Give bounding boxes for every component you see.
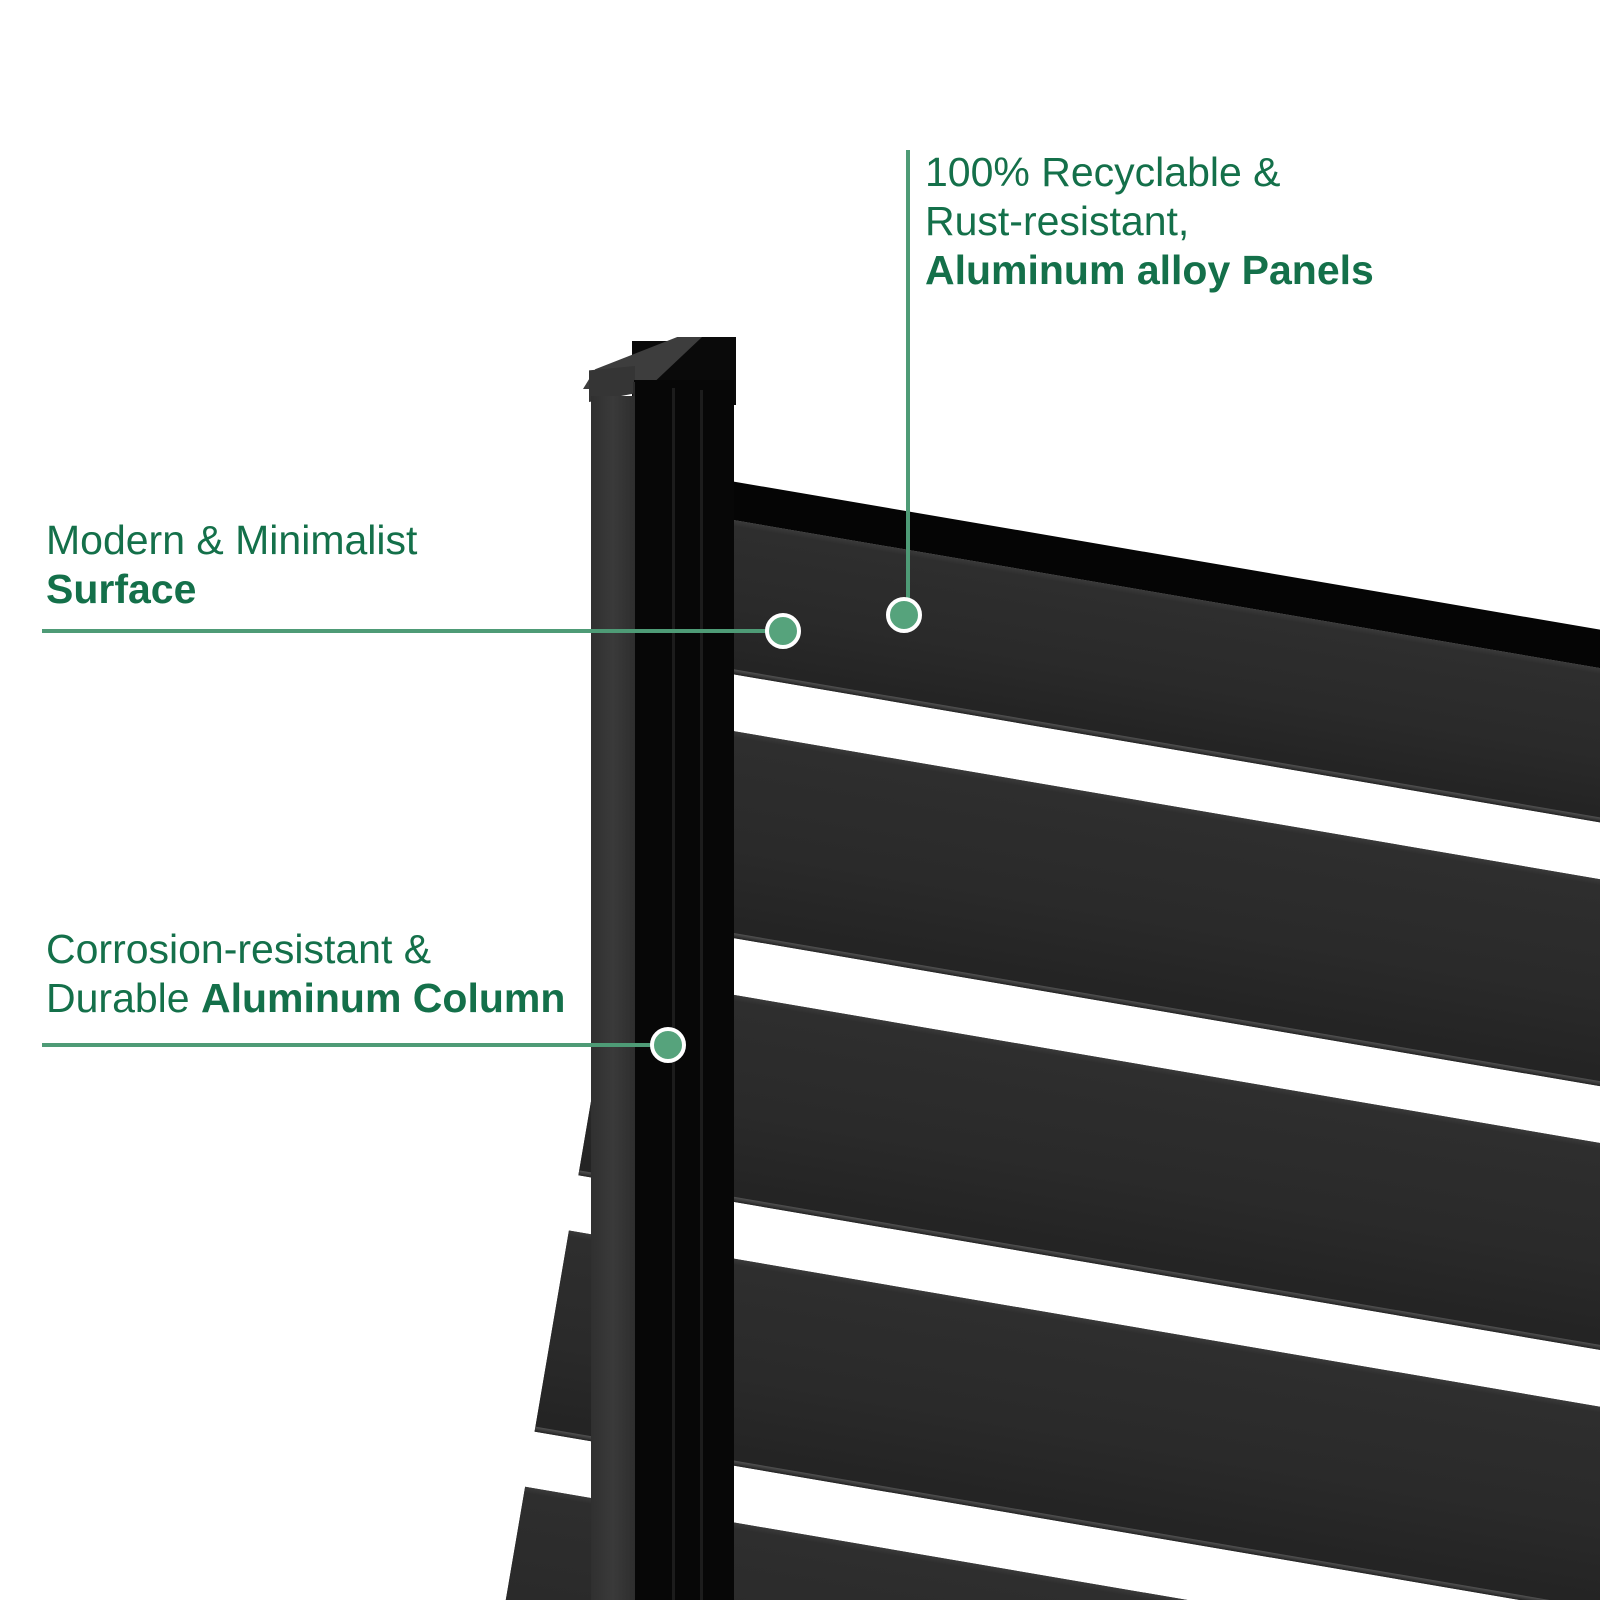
annotation-column-line1: Corrosion-resistant & [46,926,432,972]
annotation-column-line2-prefix: Durable [46,975,201,1021]
callout-line-column [42,1043,668,1047]
callout-dot-panels [886,597,922,633]
annotation-panels-line1: 100% Recyclable & [925,149,1281,195]
post-groove [672,388,675,1600]
annotation-surface-line1: Modern & Minimalist [46,517,418,563]
post-body-front [634,380,734,1600]
annotation-panels: 100% Recyclable & Rust-resistant, Alumin… [925,148,1374,295]
annotation-column: Corrosion-resistant & Durable Aluminum C… [46,925,565,1023]
annotation-panels-line2: Rust-resistant, [925,198,1190,244]
annotation-surface-line2: Surface [46,566,197,612]
callout-line-surface [42,629,784,633]
callout-dot-column [650,1027,686,1063]
annotation-surface: Modern & Minimalist Surface [46,516,417,614]
callout-dot-surface [765,613,801,649]
callout-line-panels [906,150,910,615]
post-body-side [591,396,635,1600]
post-groove [700,390,703,1600]
annotation-panels-line3: Aluminum alloy Panels [925,247,1374,293]
annotation-column-line2-bold: Aluminum Column [200,975,566,1021]
